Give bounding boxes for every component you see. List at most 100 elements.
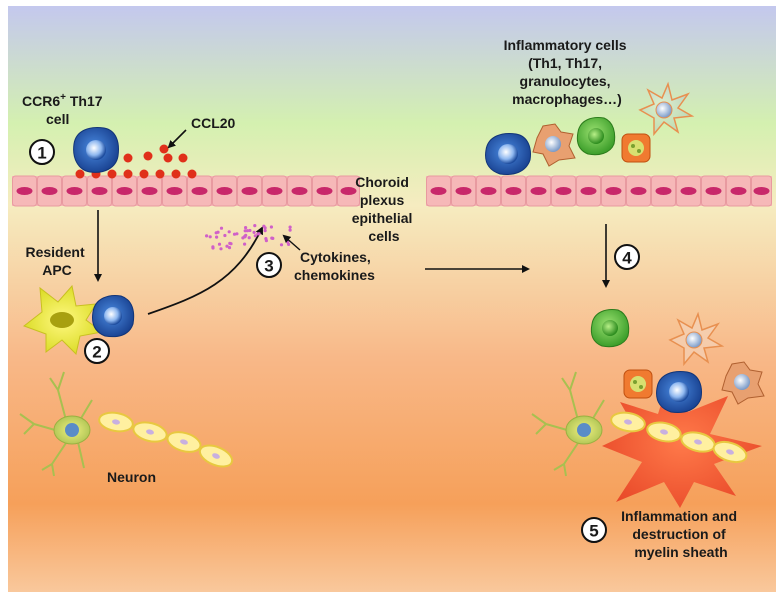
ccl20-dot xyxy=(155,169,165,179)
cytokine-dots xyxy=(205,224,292,251)
epithelial-nucleus xyxy=(141,187,158,195)
cytokine-dot xyxy=(217,242,222,246)
epithelial-nucleus xyxy=(66,187,83,195)
epithelial-nucleus xyxy=(480,187,497,195)
epithelial-nucleus xyxy=(630,187,647,195)
cytokine-dot xyxy=(288,225,292,229)
epithelial-nucleus xyxy=(241,187,258,195)
cytokines-pointer-arrow xyxy=(282,234,301,251)
inflammatory-line-4: macrophages…) xyxy=(512,91,622,107)
step-1-number: 1 xyxy=(37,144,46,163)
cytokine-dot xyxy=(219,226,224,230)
ccr6-superscript: + xyxy=(60,92,66,103)
ccl20-dot xyxy=(171,169,181,179)
curved-arrow-to-cytokines xyxy=(147,226,263,315)
ccr6-th17-label: CCR6+ Th17 xyxy=(22,92,103,109)
epithelial-nucleus xyxy=(216,187,233,195)
axon-node xyxy=(660,429,668,435)
cytokine-dot xyxy=(223,233,227,238)
inflammation-line-1: Inflammation and xyxy=(621,508,737,524)
epithelial-nucleus xyxy=(166,187,183,195)
granulocyte-orange-bottom-icon xyxy=(623,369,653,399)
resident-apc-icon xyxy=(22,284,104,355)
epithelial-nucleus xyxy=(753,187,770,195)
ccr6-cell-label: cell xyxy=(46,111,69,127)
macrophage-star-bottom-icon xyxy=(668,311,725,367)
cytokine-dot xyxy=(243,242,247,246)
th17-cell-icon xyxy=(73,127,119,173)
cytokine-dot xyxy=(248,228,252,233)
inflammatory-line-1: Inflammatory cells xyxy=(504,37,627,53)
inflammatory-line-2: (Th1, Th17, xyxy=(528,55,602,71)
cytokine-dot xyxy=(244,226,248,230)
th17-cell-apc-icon xyxy=(92,295,135,338)
epithelial-nucleus xyxy=(680,187,697,195)
epithelial-nucleus xyxy=(580,187,597,195)
ccl20-dot xyxy=(163,153,173,163)
ccl20-dot xyxy=(178,153,188,163)
cytokine-dot xyxy=(252,230,256,234)
epithelial-nucleus xyxy=(41,187,58,195)
axon-node xyxy=(180,439,188,445)
choroid-line-3: epithelial xyxy=(352,210,413,226)
step-2-badge: 2 xyxy=(84,338,110,364)
cytokine-dot xyxy=(253,234,257,238)
epithelial-nucleus xyxy=(16,187,33,195)
epithelial-nucleus xyxy=(530,187,547,195)
cytokine-dot xyxy=(225,244,229,248)
axon-node xyxy=(694,439,702,445)
cytokine-dot xyxy=(205,234,209,238)
cytokine-dot xyxy=(227,230,231,234)
resident-apc-line-1: Resident xyxy=(25,244,84,260)
axon-node xyxy=(726,449,734,455)
axon-node xyxy=(146,429,154,435)
cytokine-dot xyxy=(211,246,215,250)
background-gradient xyxy=(8,6,776,592)
cytokines-line-2: chemokines xyxy=(294,267,375,283)
step-3-number: 3 xyxy=(264,257,273,276)
cytokines-label: Cytokines, chemokines xyxy=(294,249,375,283)
inflammation-line-2: destruction of xyxy=(632,526,726,542)
ccr6-text: CCR6 xyxy=(22,93,60,109)
epithelial-nucleus xyxy=(705,187,722,195)
ccl20-dot xyxy=(75,169,85,179)
resident-apc-label: Resident APC xyxy=(25,244,88,278)
axon-node xyxy=(212,453,220,459)
epithelial-nucleus xyxy=(455,187,472,195)
cytokine-dot xyxy=(245,229,249,233)
granulocyte-green-bottom-icon xyxy=(590,309,630,348)
cytokine-dot xyxy=(279,243,284,247)
myelin-axon-right xyxy=(610,411,748,464)
axon-node xyxy=(112,419,120,425)
inflammation-label: Inflammation and destruction of myelin s… xyxy=(621,508,741,560)
epithelial-nucleus xyxy=(291,187,308,195)
epithelial-nucleus xyxy=(555,187,572,195)
cytokine-dot xyxy=(257,232,261,236)
inflammatory-cells-label: Inflammatory cells (Th1, Th17, granulocy… xyxy=(504,37,631,107)
ccl20-label: CCL20 xyxy=(191,115,236,131)
ccl20-dot xyxy=(187,169,197,179)
cytokine-dot xyxy=(219,247,223,251)
ccl20-dot xyxy=(123,169,133,179)
cytokine-dot xyxy=(228,241,232,245)
step-5-number: 5 xyxy=(589,522,598,541)
epithelial-nucleus xyxy=(340,187,357,195)
cytokine-dot xyxy=(253,224,257,228)
axon-node xyxy=(624,419,632,425)
epithelial-nucleus xyxy=(316,187,333,195)
epithelial-nucleus xyxy=(191,187,208,195)
cytokine-dot xyxy=(235,232,239,236)
granulocyte-green-icon xyxy=(576,117,616,156)
epithelial-nucleus xyxy=(655,187,672,195)
epithelial-nucleus xyxy=(91,187,108,195)
cytokines-line-1: Cytokines, xyxy=(300,249,371,265)
step-5-badge: 5 xyxy=(581,517,607,543)
choroid-plexus-epithelium-right xyxy=(426,175,772,207)
step-4-badge: 4 xyxy=(614,244,640,270)
cytokine-dot xyxy=(270,236,274,240)
epithelial-nucleus xyxy=(730,187,747,195)
cytokine-dot xyxy=(263,229,267,233)
ccl20-pointer-arrow xyxy=(167,129,187,149)
choroid-line-2: plexus xyxy=(360,192,405,208)
th17-cell-bottom-icon xyxy=(656,371,702,413)
